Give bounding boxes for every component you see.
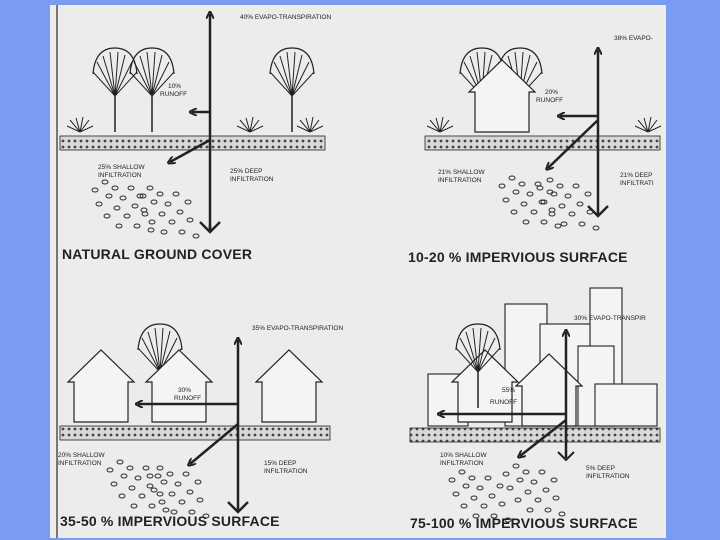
shallow-pct-label: 25% SHALLOW bbox=[98, 164, 145, 171]
deep-label: INFILTRATI bbox=[620, 180, 654, 187]
shallow-label: INFILTRATION bbox=[438, 177, 482, 184]
soil-band bbox=[409, 427, 661, 443]
shallow-infiltration-arrow bbox=[190, 423, 239, 464]
shrub-icon bbox=[66, 116, 94, 133]
down-arrowhead-icon bbox=[227, 501, 249, 514]
runoff-label: RUNOFF bbox=[160, 91, 187, 98]
soil-band bbox=[424, 135, 661, 151]
infiltration-dots bbox=[502, 463, 566, 517]
shallow-label: INFILTRATION bbox=[440, 460, 484, 467]
panel-title: NATURAL GROUND COVER bbox=[62, 246, 252, 262]
deep-label: INFILTRATION bbox=[230, 176, 274, 183]
runoff-label: RUNOFF bbox=[490, 399, 517, 406]
panel-35-50-impervious: 35% EVAPO-TRANSPIRATION 30% RUNOFF 20% S… bbox=[58, 323, 343, 529]
panel-natural-ground-cover: 40% EVAPO-TRANSPIRATION 10% RUNOFF 25% S… bbox=[59, 14, 331, 262]
evapo-label: 30% EVAPO-TRANSPIR bbox=[574, 315, 646, 322]
deep-pct-label: 15% DEEP bbox=[264, 460, 297, 467]
deep-label: INFILTRATION bbox=[586, 473, 630, 480]
infiltration-dots bbox=[91, 179, 155, 233]
shrub-icon bbox=[296, 116, 324, 133]
runoff-pct-label: 10% bbox=[168, 83, 181, 90]
panel-10-20-impervious: 38% EVAPO- 20% RUNOFF 21% SHALLOW INFILT… bbox=[408, 35, 662, 265]
infiltration-dots bbox=[136, 185, 200, 239]
house-icon bbox=[145, 349, 213, 423]
building-icon bbox=[594, 383, 658, 427]
tree-icon bbox=[129, 47, 175, 133]
evapo-label: 35% EVAPO-TRANSPIRATION bbox=[252, 325, 343, 332]
tree-icon bbox=[269, 47, 315, 133]
shallow-label: INFILTRATION bbox=[98, 172, 142, 179]
down-arrowhead-icon bbox=[587, 205, 609, 218]
deep-pct-label: 5% DEEP bbox=[586, 465, 615, 472]
shallow-infiltration-arrow bbox=[548, 119, 599, 168]
tree-icon bbox=[92, 47, 138, 133]
down-arrowhead-icon bbox=[199, 221, 221, 234]
shrub-icon bbox=[426, 116, 454, 133]
down-arrowhead-icon bbox=[557, 451, 575, 462]
evapo-label: 38% EVAPO- bbox=[614, 35, 653, 42]
infiltration-dots bbox=[536, 177, 600, 231]
soil-band bbox=[59, 425, 331, 441]
shallow-label: INFILTRATION bbox=[58, 460, 102, 467]
deep-pct-label: 25% DEEP bbox=[230, 168, 263, 175]
runoff-pct-label: 20% bbox=[545, 89, 558, 96]
shallow-pct-label: 20% SHALLOW bbox=[58, 452, 105, 459]
panel-title: 10-20 % IMPERVIOUS SURFACE bbox=[408, 249, 628, 265]
house-icon bbox=[67, 349, 135, 423]
shallow-infiltration-arrow bbox=[520, 419, 567, 456]
shallow-pct-label: 21% SHALLOW bbox=[438, 169, 485, 176]
shrub-icon bbox=[236, 116, 264, 133]
deep-label: INFILTRATION bbox=[264, 468, 308, 475]
infiltration-dots bbox=[106, 459, 170, 513]
infiltration-dots bbox=[498, 175, 562, 229]
panel-75-100-impervious: 30% EVAPO-TRANSPIR 55% RUNOFF 10% SHALLO… bbox=[409, 287, 661, 531]
house-icon bbox=[255, 349, 323, 423]
evapo-label: 40% EVAPO-TRANSPIRATION bbox=[240, 14, 331, 21]
runoff-pct-label: 55% bbox=[502, 387, 515, 394]
deep-pct-label: 21% DEEP bbox=[620, 172, 653, 179]
runoff-label: RUNOFF bbox=[536, 97, 563, 104]
runoff-pct-label: 30% bbox=[178, 387, 191, 394]
soil-band bbox=[59, 135, 326, 151]
shallow-pct-label: 10% SHALLOW bbox=[440, 452, 487, 459]
panel-title: 75-100 % IMPERVIOUS SURFACE bbox=[410, 515, 638, 531]
runoff-label: RUNOFF bbox=[174, 395, 201, 402]
panel-title: 35-50 % IMPERVIOUS SURFACE bbox=[60, 513, 280, 529]
shallow-infiltration-arrow bbox=[170, 138, 211, 162]
shrub-icon bbox=[634, 116, 662, 133]
